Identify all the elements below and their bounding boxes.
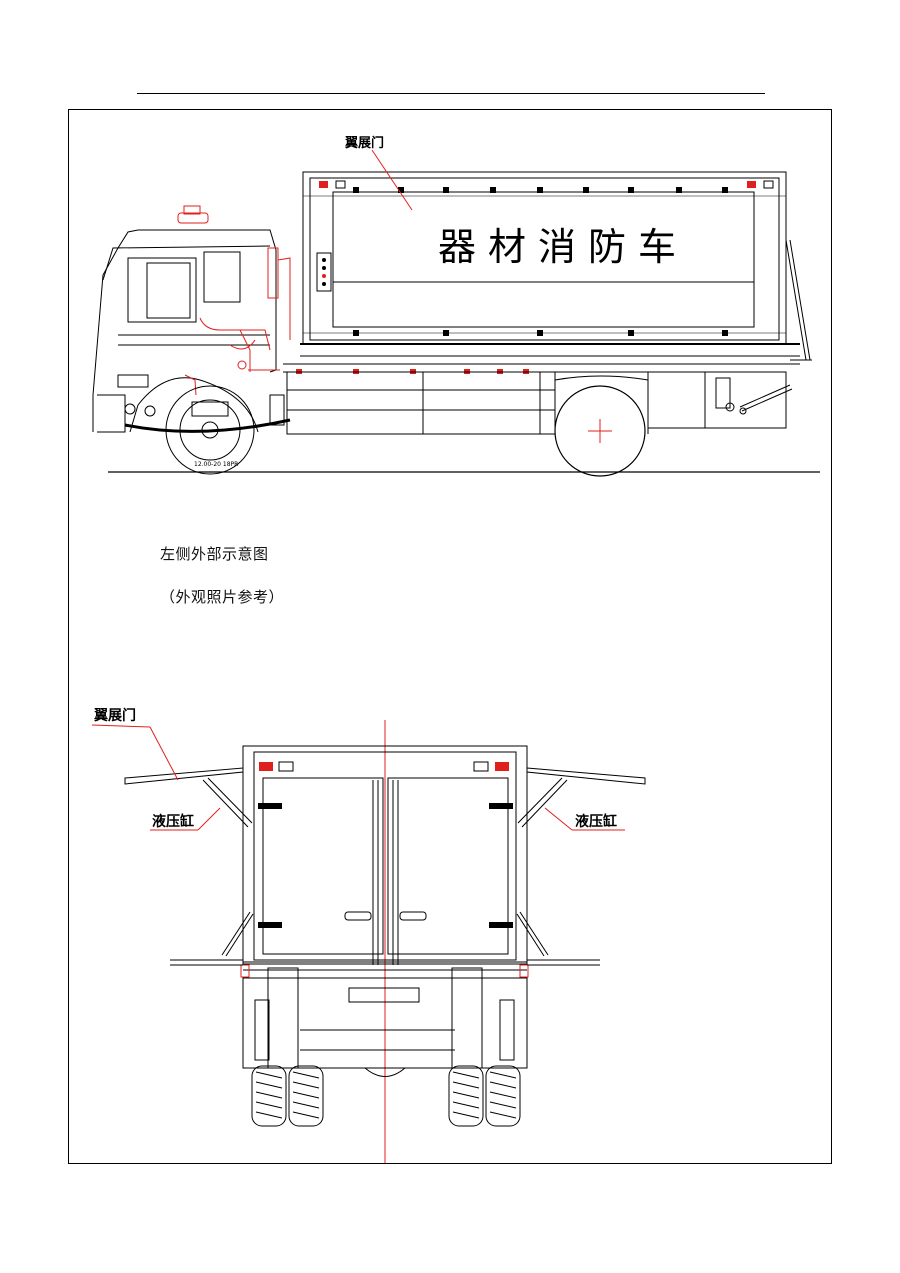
box-hinges	[353, 187, 728, 336]
caption-photo-ref: （外观照片参考）	[160, 588, 285, 606]
wing-door-label-rear: 翼展门	[93, 707, 136, 724]
header-rule	[137, 93, 765, 94]
cylinder-leader-left	[197, 807, 221, 831]
cab	[92, 229, 277, 433]
wing-door-leader-side	[371, 149, 413, 211]
caption-left-side: 左侧外部示意图	[160, 545, 269, 563]
body-text: 器材消防车	[438, 225, 688, 269]
rear-box	[242, 745, 528, 971]
wing-door-leader-rear	[149, 726, 179, 781]
wing-doors	[124, 767, 646, 966]
fuel-tank	[269, 394, 285, 426]
red-equipment	[177, 205, 291, 396]
rear-chassis	[242, 967, 528, 1077]
cylinder-leader-right	[544, 807, 573, 831]
rear-tires	[251, 1065, 521, 1127]
rear-lift	[715, 239, 812, 415]
control-panel	[316, 252, 332, 292]
drawing-frame	[68, 109, 832, 1164]
cylinder-label-right: 液压缸	[575, 813, 617, 830]
rear-wheel	[554, 385, 646, 477]
chassis	[286, 371, 787, 435]
marker-lights	[296, 180, 774, 374]
lock-rods	[344, 780, 427, 965]
leaf-spring	[124, 418, 291, 433]
wing-door-label-side: 翼展门	[344, 135, 384, 151]
wing-door-leader-rear-h	[91, 724, 151, 728]
cylinder-label-left: 液压缸	[152, 813, 194, 830]
box-body	[283, 171, 800, 373]
tire-spec: 12.00-20 18PR	[194, 461, 238, 468]
rear-hinges	[258, 803, 513, 928]
rear-lamps	[240, 761, 529, 978]
